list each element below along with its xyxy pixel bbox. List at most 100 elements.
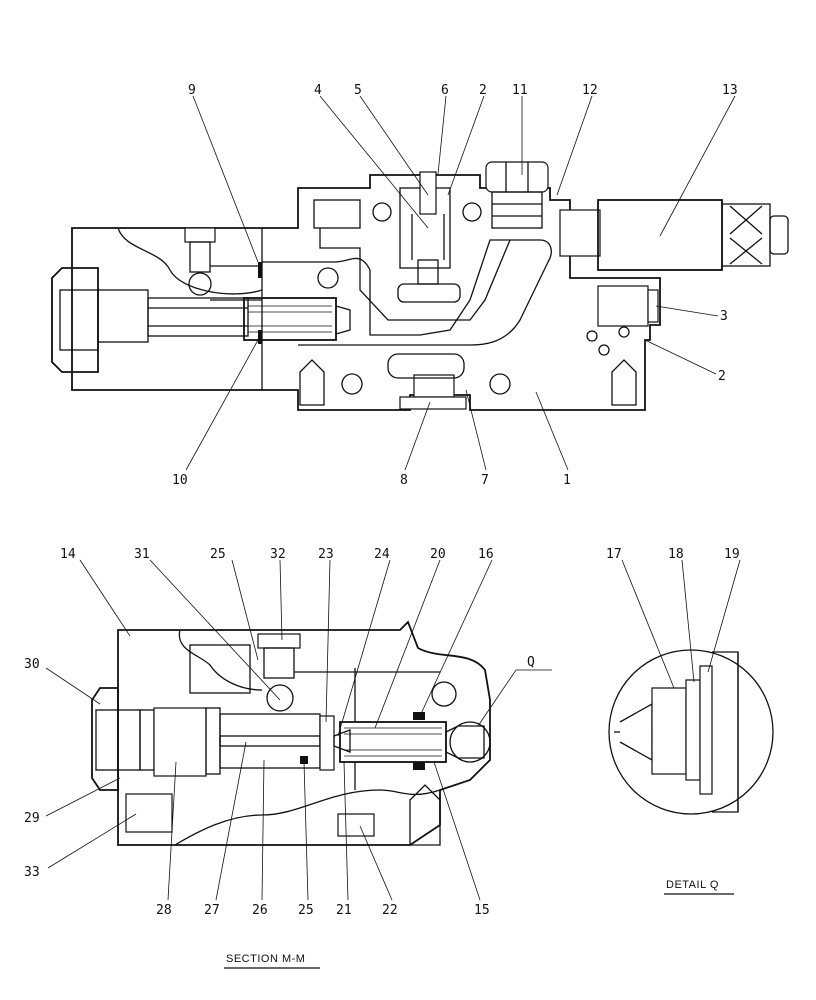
callout-3: 3 bbox=[720, 309, 728, 324]
top-upper-pocket bbox=[313, 199, 361, 229]
top-view-callouts: 9 4 5 6 2 11 12 13 3 2 10 8 7 1 bbox=[172, 83, 738, 488]
callout-26: 26 bbox=[252, 903, 268, 918]
callout-21: 21 bbox=[336, 903, 352, 918]
callout-8: 8 bbox=[400, 473, 408, 488]
section-ring-15 bbox=[413, 762, 425, 770]
section-break-curve-b bbox=[174, 789, 441, 846]
callout-12: 12 bbox=[582, 83, 598, 98]
leader-2a bbox=[447, 95, 485, 196]
section-tip-q bbox=[445, 725, 485, 759]
top-plug-cap bbox=[184, 227, 216, 243]
section-plug-22 bbox=[337, 813, 375, 837]
leader-14 bbox=[79, 559, 131, 637]
top-spring-housing bbox=[243, 297, 337, 341]
section-upper-pocket bbox=[189, 644, 251, 694]
top-lower-slot bbox=[387, 353, 465, 379]
leader-29 bbox=[45, 777, 121, 817]
leader-31 bbox=[149, 559, 281, 701]
section-plug-28 bbox=[153, 707, 207, 777]
callout-11: 11 bbox=[512, 83, 528, 98]
callout-31: 31 bbox=[134, 547, 150, 562]
leader-4 bbox=[319, 95, 429, 229]
section-check-ball-31 bbox=[266, 684, 294, 712]
callout-30: 30 bbox=[24, 657, 40, 672]
leader-20 bbox=[374, 559, 441, 729]
callout-7: 7 bbox=[481, 473, 489, 488]
top-end-cap-hex bbox=[59, 289, 99, 351]
top-port-g bbox=[618, 326, 630, 338]
callout-25-top: 25 bbox=[210, 547, 226, 562]
top-ring-lower bbox=[258, 330, 262, 344]
top-center-base bbox=[397, 283, 461, 303]
leader-13 bbox=[659, 95, 736, 237]
leader-12 bbox=[556, 95, 593, 196]
detail-part-18 bbox=[685, 679, 701, 781]
callout-33: 33 bbox=[24, 865, 40, 880]
leader-5 bbox=[359, 95, 429, 196]
section-valve-body bbox=[117, 620, 491, 846]
section-view bbox=[91, 620, 491, 846]
section-view-callouts: 14 31 25 32 23 24 20 16 Q 30 29 33 28 27… bbox=[24, 547, 535, 969]
section-plug-32-stem bbox=[263, 647, 295, 679]
leader-18 bbox=[681, 559, 695, 683]
top-spool-housing bbox=[147, 297, 249, 337]
leader-10 bbox=[185, 339, 259, 471]
callout-18: 18 bbox=[668, 547, 684, 562]
top-view bbox=[51, 161, 789, 411]
callout-9: 9 bbox=[188, 83, 196, 98]
top-cartridge-cap bbox=[769, 215, 789, 255]
leader-33 bbox=[47, 813, 137, 869]
callout-27: 27 bbox=[204, 903, 220, 918]
section-view-leaders bbox=[45, 559, 552, 901]
leader-3 bbox=[655, 305, 719, 317]
leader-q bbox=[477, 669, 552, 727]
leader-24 bbox=[337, 559, 391, 737]
top-valve-body bbox=[71, 174, 661, 411]
top-check-ball bbox=[188, 272, 212, 296]
leader-32 bbox=[279, 559, 283, 641]
top-bolt-hole-right bbox=[611, 359, 637, 406]
callout-10: 10 bbox=[172, 473, 188, 488]
leader-9 bbox=[192, 95, 259, 263]
callout-14: 14 bbox=[60, 547, 76, 562]
leader-22 bbox=[359, 825, 393, 901]
leader-6 bbox=[437, 95, 447, 175]
top-plug-body bbox=[97, 289, 149, 343]
leader-30 bbox=[45, 667, 101, 705]
callout-24: 24 bbox=[374, 547, 390, 562]
detail-view-callouts: 17 18 19 DETAIL Q bbox=[606, 547, 740, 895]
leader-26 bbox=[261, 759, 265, 901]
top-cartridge-hex bbox=[721, 203, 771, 267]
top-bolt-hole-left bbox=[299, 359, 325, 406]
section-seat-23 bbox=[319, 715, 335, 771]
section-caption: SECTION M-M bbox=[226, 953, 305, 965]
leader-2b bbox=[644, 339, 717, 375]
callout-23: 23 bbox=[318, 547, 334, 562]
detail-view bbox=[608, 649, 774, 815]
leader-21 bbox=[343, 761, 349, 901]
callout-16: 16 bbox=[478, 547, 494, 562]
detail-part-19 bbox=[699, 665, 713, 795]
detail-part-17 bbox=[651, 687, 687, 775]
callout-15: 15 bbox=[474, 903, 490, 918]
leader-19 bbox=[707, 559, 741, 673]
top-port-b bbox=[341, 373, 363, 395]
top-center-stem bbox=[417, 259, 439, 285]
top-port-h bbox=[598, 344, 610, 356]
section-detail-q-circle bbox=[449, 721, 491, 763]
callout-19: 19 bbox=[724, 547, 740, 562]
top-fitting-hex bbox=[485, 161, 549, 193]
leader-15 bbox=[433, 761, 481, 901]
top-passage-d bbox=[319, 228, 511, 321]
top-cartridge-crosses bbox=[729, 205, 763, 265]
top-cartridge-base bbox=[559, 209, 601, 257]
leader-25b bbox=[303, 761, 309, 901]
leader-25a bbox=[231, 559, 259, 661]
top-end-cap bbox=[51, 267, 99, 373]
top-ring-upper bbox=[258, 262, 262, 278]
leader-1 bbox=[535, 391, 569, 471]
callout-2-right: 2 bbox=[718, 369, 726, 384]
section-ring-25-lower bbox=[300, 756, 308, 764]
leader-28 bbox=[167, 761, 177, 901]
